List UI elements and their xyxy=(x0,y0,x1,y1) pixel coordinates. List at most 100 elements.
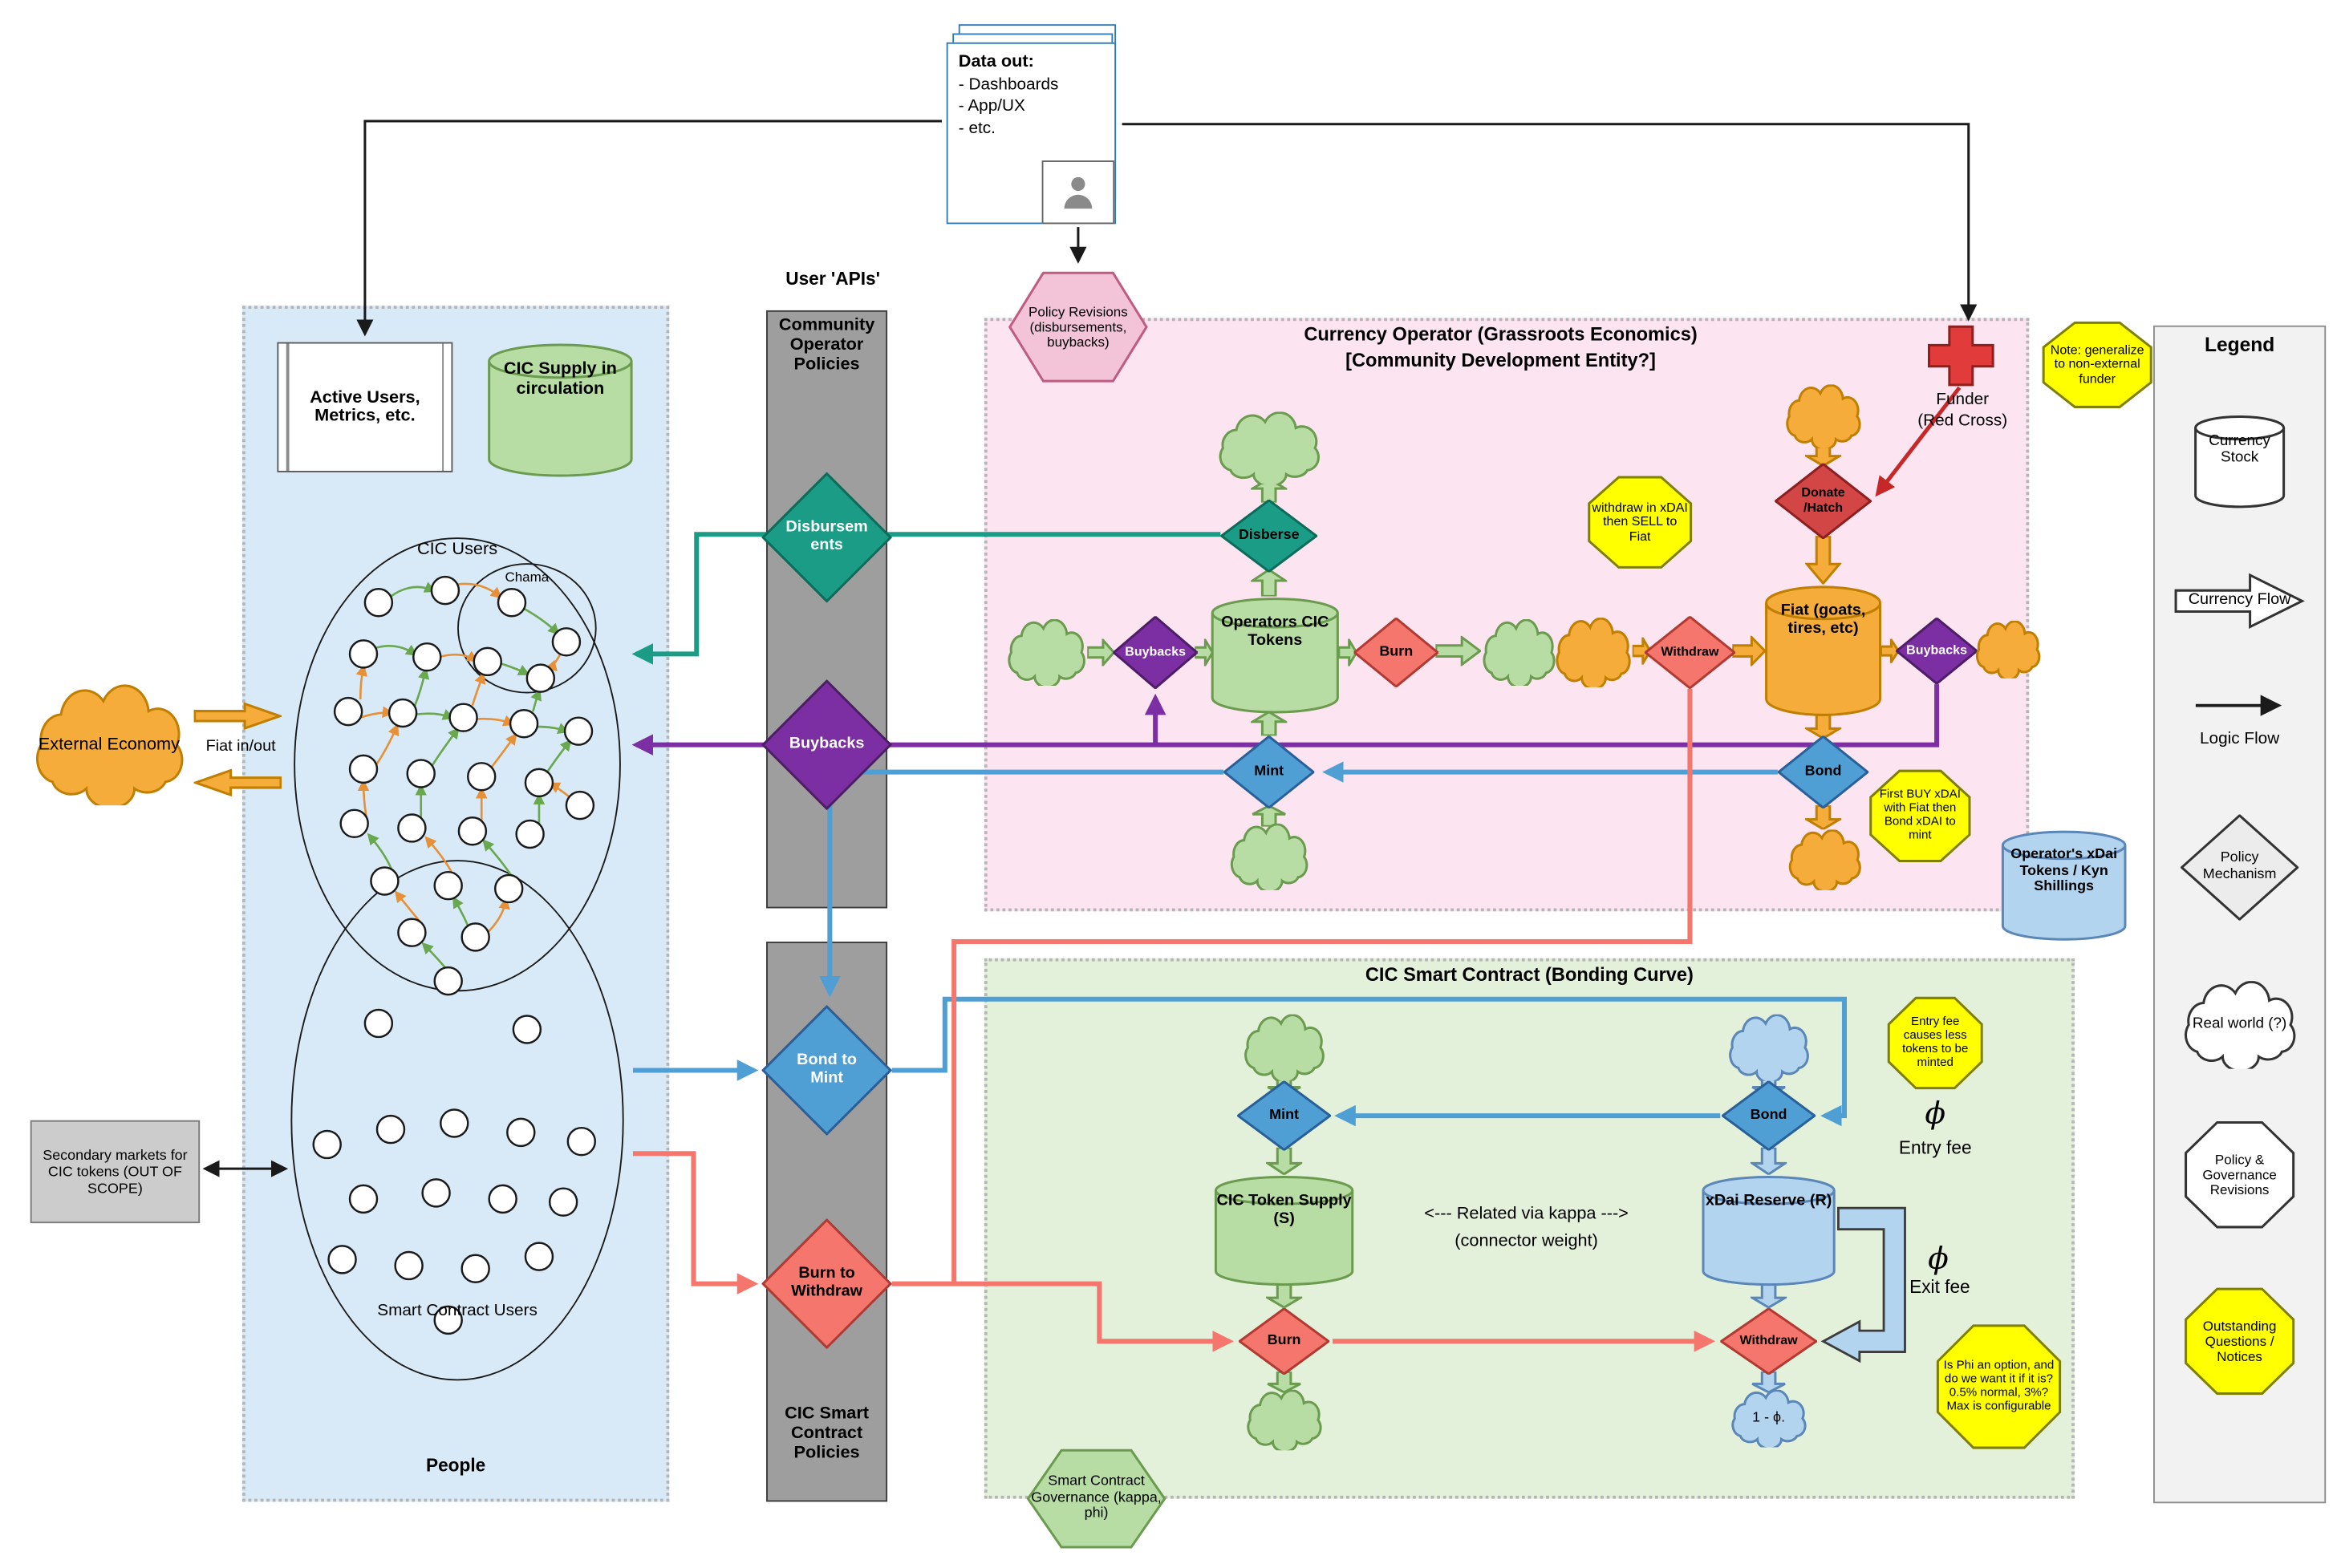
burn-sink-cloud-sc xyxy=(1242,1390,1327,1451)
fat-arrow-down-icon xyxy=(1266,1148,1302,1175)
mint-operator-diamond: Mint xyxy=(1223,735,1314,808)
burn-contract-label: Burn xyxy=(1267,1331,1301,1349)
fat-arrow-down xyxy=(1805,536,1841,584)
buybacks-right-label: Buybacks xyxy=(1906,642,1968,658)
operators-xdai-label: Operator's xDai Tokens / Kyn Shillings xyxy=(2010,846,2118,895)
legend-currency-flow-label: Currency Flow xyxy=(2188,590,2291,609)
burn-contract-diamond: Burn xyxy=(1239,1308,1329,1375)
legend-policy-mechanism: Policy Mechanism xyxy=(2181,814,2298,920)
burn-sink-cloud xyxy=(1478,619,1560,686)
cloud-icon xyxy=(1972,621,2045,679)
legend-policy-mechanism-label: Policy Mechanism xyxy=(2202,849,2277,883)
disbursements-diamond: Disbursements xyxy=(761,472,891,602)
cloud-icon xyxy=(1003,619,1090,686)
entry-fee-label: Entry fee xyxy=(1898,1136,1972,1158)
buyback-spend-cloud xyxy=(1972,621,2045,679)
cloud-icon xyxy=(1478,619,1560,686)
governance-label: Smart Contract Governance (kappa, phi) xyxy=(1031,1473,1162,1522)
fat-arrow-down xyxy=(1751,1148,1787,1175)
bond-contract-label: Bond xyxy=(1750,1106,1787,1123)
note-withdraw-octagon: withdraw in xDAI then SELL to Fiat xyxy=(1587,476,1693,569)
currency-operator-title: Currency Operator (Grassroots Economics) xyxy=(1304,323,1698,346)
funder-sub-label: (Red Cross) xyxy=(1917,411,2008,431)
note-withdraw-label: withdraw in xDAI then SELL to Fiat xyxy=(1592,499,1688,544)
data-out-item: - etc. xyxy=(958,119,996,137)
fat-arrow-right xyxy=(1087,639,1114,667)
bond-source-cloud-sc xyxy=(1723,1015,1814,1081)
fat-arrow-right xyxy=(1435,636,1481,667)
donate-hatch-diamond: Donate /Hatch xyxy=(1775,464,1872,539)
legend-outstanding-label: Outstanding Questions / Notices xyxy=(2202,1318,2277,1364)
fat-arrow-down-icon xyxy=(1805,536,1841,584)
legend-policy-revisions: Policy & Governance Revisions xyxy=(2184,1120,2296,1230)
person-icon xyxy=(1058,172,1097,212)
bond-operator-label: Bond xyxy=(1804,762,1842,780)
withdraw-contract-label: Withdraw xyxy=(1739,1332,1798,1348)
user-apis-label: User 'APIs' xyxy=(785,268,881,290)
mint-operator-label: Mint xyxy=(1254,762,1284,780)
withdraw-contract-diamond: Withdraw xyxy=(1720,1308,1817,1375)
legend-policy-revisions-label: Policy & Governance Revisions xyxy=(2202,1152,2277,1198)
cic-supply-cylinder: CIC Supply in circulation xyxy=(485,342,636,479)
burn-operator-label: Burn xyxy=(1379,642,1414,660)
operators-cic-tokens-cylinder: Operators CIC Tokens xyxy=(1208,597,1341,715)
fat-arrow-left-icon xyxy=(194,769,282,796)
cloud-icon xyxy=(1781,384,1866,448)
cloud-icon xyxy=(1242,1390,1327,1451)
smart-contract-users-label: Smart Contract Users xyxy=(377,1302,538,1320)
fat-arrow-up xyxy=(1251,569,1287,597)
legend-real-world: Real world (?) xyxy=(2176,981,2303,1068)
phi-entry-symbol: ϕ xyxy=(1925,1094,1946,1131)
buybacks-policy-label: Buybacks xyxy=(789,734,865,753)
governance-hexagon: Smart Contract Governance (kappa, phi) xyxy=(1024,1447,1169,1550)
cic-token-supply-cylinder: CIC Token Supply (S) xyxy=(1211,1175,1357,1287)
data-out-item: - App/UX xyxy=(958,97,1025,115)
funder-red-cross xyxy=(1926,324,1996,387)
kappa-note: <--- Related via kappa ---> xyxy=(1424,1205,1629,1224)
note-bond-label: First BUY xDAI with Fiat then Bond xDAI … xyxy=(1879,787,1961,842)
mint-source-cloud-sc xyxy=(1239,1015,1329,1081)
one-minus-phi-cloud: 1 - ϕ. xyxy=(1726,1390,1812,1448)
disbursements-label: Disbursements xyxy=(785,517,868,554)
withdraw-operator-diamond: Withdraw xyxy=(1645,616,1735,689)
contract-policies-title: CIC Smart Contract Policies xyxy=(785,1404,870,1464)
note-funder-octagon: Note: generalize to non-external funder xyxy=(2041,321,2153,408)
mint-source-cloud xyxy=(1225,824,1313,890)
withdraw-operator-label: Withdraw xyxy=(1661,643,1719,659)
fat-arrow-right-icon xyxy=(194,703,282,730)
xdai-reserve-cylinder: xDai Reserve (R) xyxy=(1699,1175,1839,1287)
burn-operator-diamond: Burn xyxy=(1353,618,1438,687)
external-economy-cloud: External Economy xyxy=(24,684,193,805)
active-users-box: Active Users, Metrics, etc. xyxy=(277,342,453,472)
fat-arrow-right xyxy=(1732,636,1766,667)
buyback-source-cloud xyxy=(1003,619,1090,686)
fat-arrow-up-icon xyxy=(1251,569,1287,597)
fiat-in-arrow xyxy=(194,703,282,730)
fat-arrow-right-icon xyxy=(1732,636,1766,667)
burn-to-withdraw-diamond: Burn to Withdraw xyxy=(761,1218,891,1348)
funder-label: Funder xyxy=(1936,390,1990,409)
donate-source-cloud xyxy=(1781,384,1866,448)
smart-contract-title: CIC Smart Contract (Bonding Curve) xyxy=(1365,964,1694,986)
note-exit-label: Is Phi an option, and do we want it if i… xyxy=(1943,1358,2055,1412)
note-exit-octagon: Is Phi an option, and do we want it if i… xyxy=(1935,1323,2063,1451)
one-minus-phi-label: 1 - ϕ. xyxy=(1752,1408,1786,1426)
buybacks-policy-diamond: Buybacks xyxy=(761,679,891,809)
mint-contract-label: Mint xyxy=(1269,1106,1300,1123)
xdai-market-cloud xyxy=(1551,618,1636,687)
active-users-label: Active Users, Metrics, etc. xyxy=(310,389,420,426)
bond-to-mint-label: Bond to Mint xyxy=(797,1051,858,1088)
smart-contract-users-ellipse xyxy=(290,860,624,1381)
note-funder-label: Note: generalize to non-external funder xyxy=(2050,342,2144,386)
xdai-reserve-label: xDai Reserve (R) xyxy=(1705,1191,1832,1210)
cloud-icon xyxy=(1211,411,1326,484)
cloud-icon xyxy=(1225,824,1313,890)
red-cross-icon xyxy=(1926,324,1996,387)
fat-arrow-up xyxy=(1251,711,1287,735)
data-out-title: Data out: xyxy=(958,53,1034,71)
person-box xyxy=(1041,160,1115,225)
note-entry-octagon: Entry fee causes less tokens to be minte… xyxy=(1887,996,1984,1090)
fat-arrow-down xyxy=(1751,1284,1787,1308)
legend-title: Legend xyxy=(2204,333,2275,356)
operators-cic-tokens-label: Operators CIC Tokens xyxy=(1221,613,1329,650)
